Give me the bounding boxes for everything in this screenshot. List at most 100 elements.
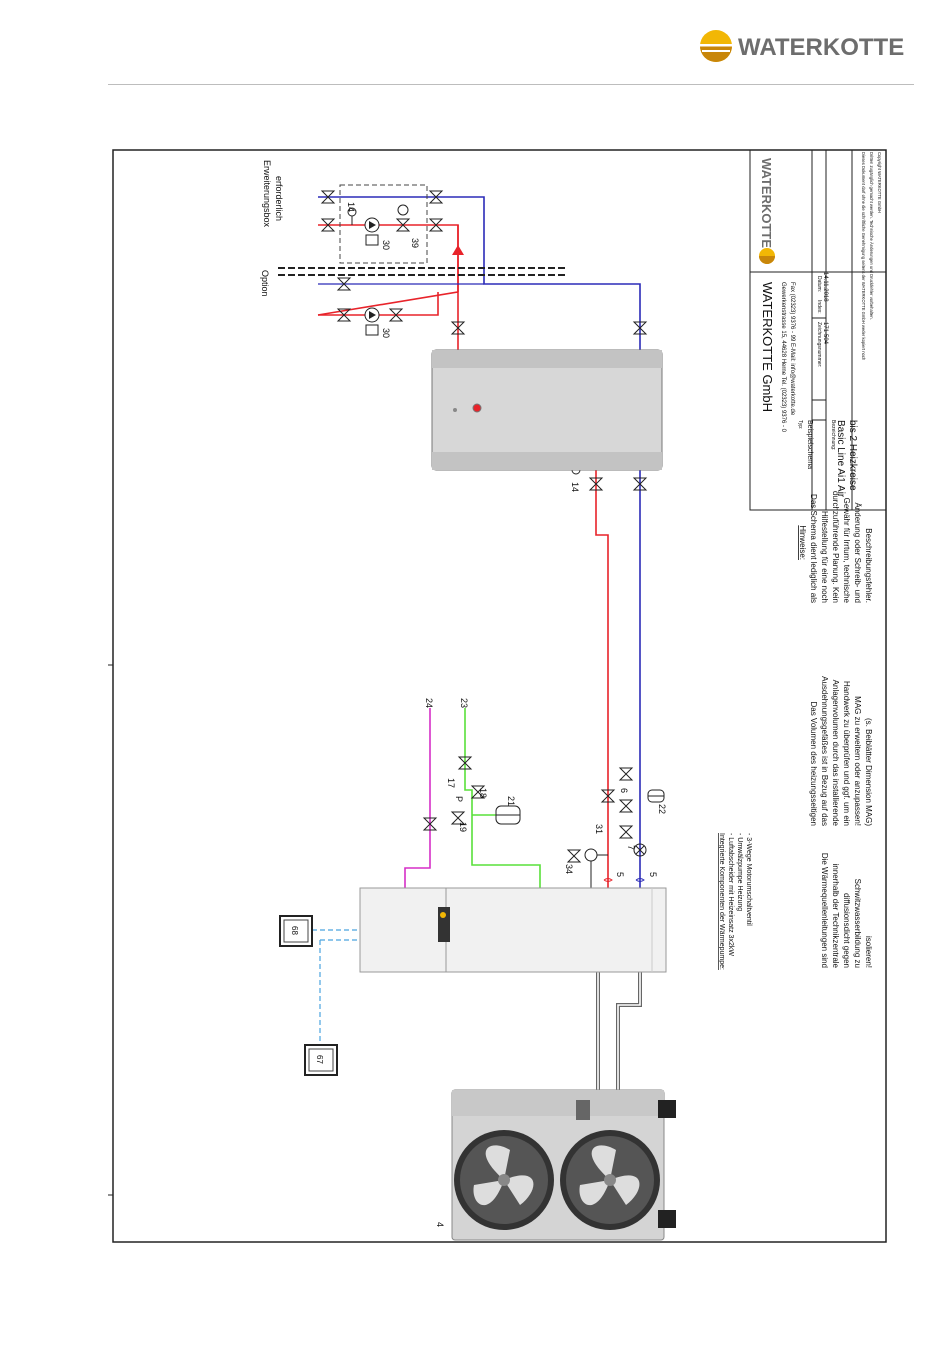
flex-hose-icon [603, 878, 613, 882]
title-block-company: WATERKOTTE GmbH [760, 282, 775, 412]
component-number: 34 [564, 864, 574, 874]
component-number: 17 [446, 778, 456, 788]
note-insulation-line: diffusionsdicht gegen [842, 893, 851, 968]
hot-water-pipe [404, 708, 431, 888]
component-number: 39 [410, 238, 420, 248]
note-insulation-line: isolieren! [864, 936, 873, 968]
header-divider [108, 84, 914, 85]
tank-logo-icon [472, 403, 482, 413]
title-block-brand: WATERKOTTE [759, 158, 774, 248]
component-number: 19 [458, 822, 468, 832]
integrated-component-item: - Luftabscheider mit Heizeinsatz 3x2kW [727, 833, 734, 956]
component-number: 30 [381, 240, 391, 250]
indoor-heat-pump [359, 887, 667, 973]
title-block-zeichnung-value: 171-504 [822, 322, 828, 345]
check-valve-icon [633, 843, 647, 857]
sensor-icon [347, 207, 357, 225]
hinweise-line: Gewähr für Irrtum, technische [842, 498, 851, 604]
expansion-box-label-1: Erweiterungsbox [262, 160, 272, 228]
component-number: 4 [435, 1222, 445, 1227]
title-block-contact: Fax (02323) 9376 - 99 E-Mail: info@water… [789, 282, 795, 416]
expansion-vessel-icon [495, 805, 521, 825]
hinweise-line: Änderung oder Schreib- und [853, 502, 862, 603]
integrated-component-item: - 3-Wege Motorumschaltventil [745, 833, 752, 926]
hinweise-line: durchzuführende Planung. Kein [831, 491, 840, 603]
note-expansion-line: Handwerk zu überprüfen und ggf. um ein [842, 681, 851, 826]
component-number: 68 [290, 926, 299, 935]
expansion-vessel-icon [647, 789, 665, 803]
room-controller-68 [279, 915, 313, 947]
title-block-copyright: Copyright WATERKOTTE GmbH [877, 152, 882, 213]
pressure-marker: P [454, 796, 464, 802]
component-number: 31 [594, 824, 604, 834]
note-expansion-line: MAG zu erweitern oder anzupassen! [853, 696, 862, 826]
title-block-datum-value: 14.11.2018 [822, 272, 828, 302]
flow-arrow-icon [452, 245, 464, 255]
storage-tank [431, 349, 663, 471]
title-block-typ-value: Beispielschema [806, 420, 813, 469]
brine-pipe [464, 708, 541, 888]
outdoor-connection-pipe [616, 972, 642, 1090]
title-block-bezeichnung-label: Bezeichnung: [830, 420, 836, 450]
component-number: 5 [648, 872, 658, 877]
component-number: 22 [657, 804, 667, 814]
note-insulation-line: Die Wärmequellenleitungen sind [820, 853, 829, 968]
note-insulation-line: Schwitzwasserbildung zu [853, 879, 862, 968]
component-number: 23 [459, 698, 469, 708]
outdoor-unit [451, 1089, 676, 1241]
component-number: 5 [615, 872, 625, 877]
title-block-address: Gewerkenstrasse 15, 44628 Herne Tel. (02… [780, 282, 786, 433]
rotated-labels: WATERKOTTE Option Erweiterungsbox erford… [260, 152, 882, 1227]
component-number: 14 [570, 482, 580, 492]
title-block-index-label: Index: [816, 300, 822, 314]
note-insulation-line: innerhalb der Technikzentrale [831, 864, 840, 969]
title-block-title-2: bis 2 Heizkreise [847, 420, 858, 491]
header-logo-text: WATERKOTTE [738, 34, 904, 61]
room-controller-67 [304, 1044, 338, 1076]
title-block-logo-mark [759, 248, 775, 264]
component-number: 21 [506, 796, 516, 806]
mixing-valve-icon [395, 204, 411, 232]
title-block-disclaimer: Dieses Dokument darf ohne die schriftlic… [861, 152, 866, 361]
title-block-datum-label: Datum: [816, 276, 822, 292]
note-expansion-line: Ausdehnungsgefäßes ist in Bezug auf das [820, 676, 829, 826]
heating-circuit-1-supply [318, 292, 439, 316]
fan-icon [560, 1130, 660, 1230]
hinweise-line: Das Schema dient lediglich als [809, 494, 818, 603]
component-number: 24 [424, 698, 434, 708]
valve-icons [320, 190, 648, 863]
hinweise-line: Hilfestellung für eine noch [820, 511, 829, 603]
title-block-title-1: Basic Line Ai1 Air [835, 420, 846, 498]
flex-hose-icon [635, 878, 645, 882]
title-block-zeichnung-label: Zeichnungsnummer: [816, 322, 822, 368]
component-number: 7 [626, 845, 636, 850]
drawing-frame [112, 149, 887, 1243]
note-expansion-line: Das Volumen des heizungsseitigen [809, 701, 818, 826]
hinweise-line: Beschreibungsfehler. [864, 528, 873, 603]
title-block-disclaimer: Dritten zugänglich gemacht werden. Techn… [869, 152, 874, 320]
title-block [749, 149, 887, 511]
component-number: 67 [315, 1055, 324, 1064]
note-expansion-line: (s. Beiblätter Dimension MAG) [864, 718, 873, 826]
title-block-typ-label: Typ: [797, 420, 803, 429]
fan-icon [454, 1130, 554, 1230]
component-number: 6 [619, 788, 629, 793]
expansion-box-label-2: erforderlich [274, 176, 284, 221]
integrated-component-item: - Umwälzpumpe Heizung [736, 833, 743, 911]
component-number: 14 [346, 202, 356, 212]
header-logo: WATERKOTTE [700, 30, 904, 62]
circulation-pump-icon [364, 307, 380, 336]
expansion-box [339, 184, 428, 264]
hinweise-title: Hinweise: [798, 525, 807, 560]
note-expansion-line: Anlagenvolumen durch das installierende [831, 680, 840, 827]
component-number: 18 [478, 788, 488, 798]
component-number: 30 [381, 328, 391, 338]
safety-valve-icon [584, 848, 608, 888]
waterkotte-logo-mark [700, 30, 732, 62]
supply-pipe [595, 470, 609, 888]
integrated-components-heading: Integrierte Komponenten der Wärmepumpe: [718, 833, 725, 970]
option-label: Option [260, 270, 270, 297]
circulation-pump-icon [364, 217, 380, 246]
outdoor-connection-pipe [617, 972, 641, 1090]
